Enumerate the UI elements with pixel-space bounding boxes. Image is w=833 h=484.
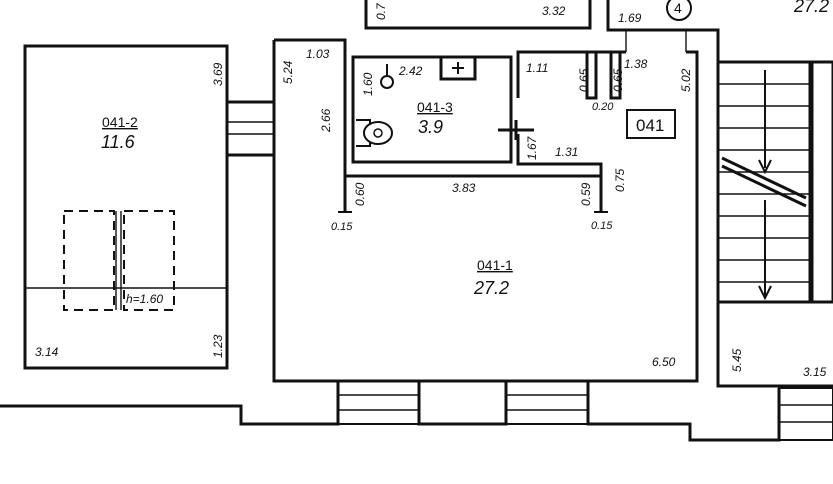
room-041-2-area: 11.6 [101,132,136,152]
dim-3-83: 3.83 [452,181,476,195]
dim-0-15b: 0.15 [591,220,613,232]
dim-0-65a: 0.65 [577,68,591,92]
dim-top-strip-left: 0.7 [374,2,388,20]
room-041-1-area: 27.2 [473,278,509,298]
exterior-wall [0,380,833,442]
ceiling-note: h=1.60 [126,292,163,306]
apartment-label: 041 [626,109,676,139]
dim-1-60: 1.60 [361,72,375,96]
dim-0-75: 0.75 [613,168,627,192]
dim-0-20: 0.20 [592,101,614,113]
circle-marker-label: 4 [674,0,682,16]
dim-1-69: 1.69 [618,11,642,25]
apartment-number: 041 [636,116,664,135]
dim-3-14: 3.14 [35,345,59,359]
dim-1-23: 1.23 [211,334,225,358]
top-strip: 3.32 0.7 [364,0,592,30]
dim-0-59: 0.59 [579,182,593,206]
room-041-1: 041-1 27.2 5.24 1.03 2.66 1.11 0.65 0.20… [272,38,699,383]
dim-2-66: 2.66 [319,108,333,133]
dim-3-15: 3.15 [803,365,827,379]
staircase: 5.45 3.15 [716,60,833,388]
room-041-1-id: 041-1 [477,257,513,273]
dim-3-69: 3.69 [211,62,225,86]
room-041-3-id: 041-3 [417,99,453,115]
room-041-3: 041-3 3.9 1.60 2.42 [351,55,534,164]
dim-5-45: 5.45 [730,348,744,372]
room-041-3-area: 3.9 [418,117,443,137]
dim-6-50: 6.50 [652,355,676,369]
room-041-2: 041-2 11.6 h=1.60 3.69 1.23 3.14 [23,44,229,370]
dim-1-11: 1.11 [526,61,548,75]
dim-top-strip: 3.32 [542,4,566,18]
dim-5-24: 5.24 [281,60,295,84]
dim-5-02: 5.02 [679,68,693,92]
dim-0-15a: 0.15 [331,221,353,233]
passage-opening [227,100,274,157]
dim-1-67: 1.67 [525,135,539,160]
circle-marker [666,0,692,21]
dim-0-65b: 0.65 [611,68,625,92]
dim-1-03: 1.03 [306,47,330,61]
dim-1-31: 1.31 [555,145,578,159]
dim-1-38: 1.38 [624,57,648,71]
room-041-2-id: 041-2 [102,114,138,130]
dim-0-60: 0.60 [353,182,367,206]
dim-2-42: 2.42 [398,64,423,78]
neighbor-area: 27.2 [793,0,829,16]
